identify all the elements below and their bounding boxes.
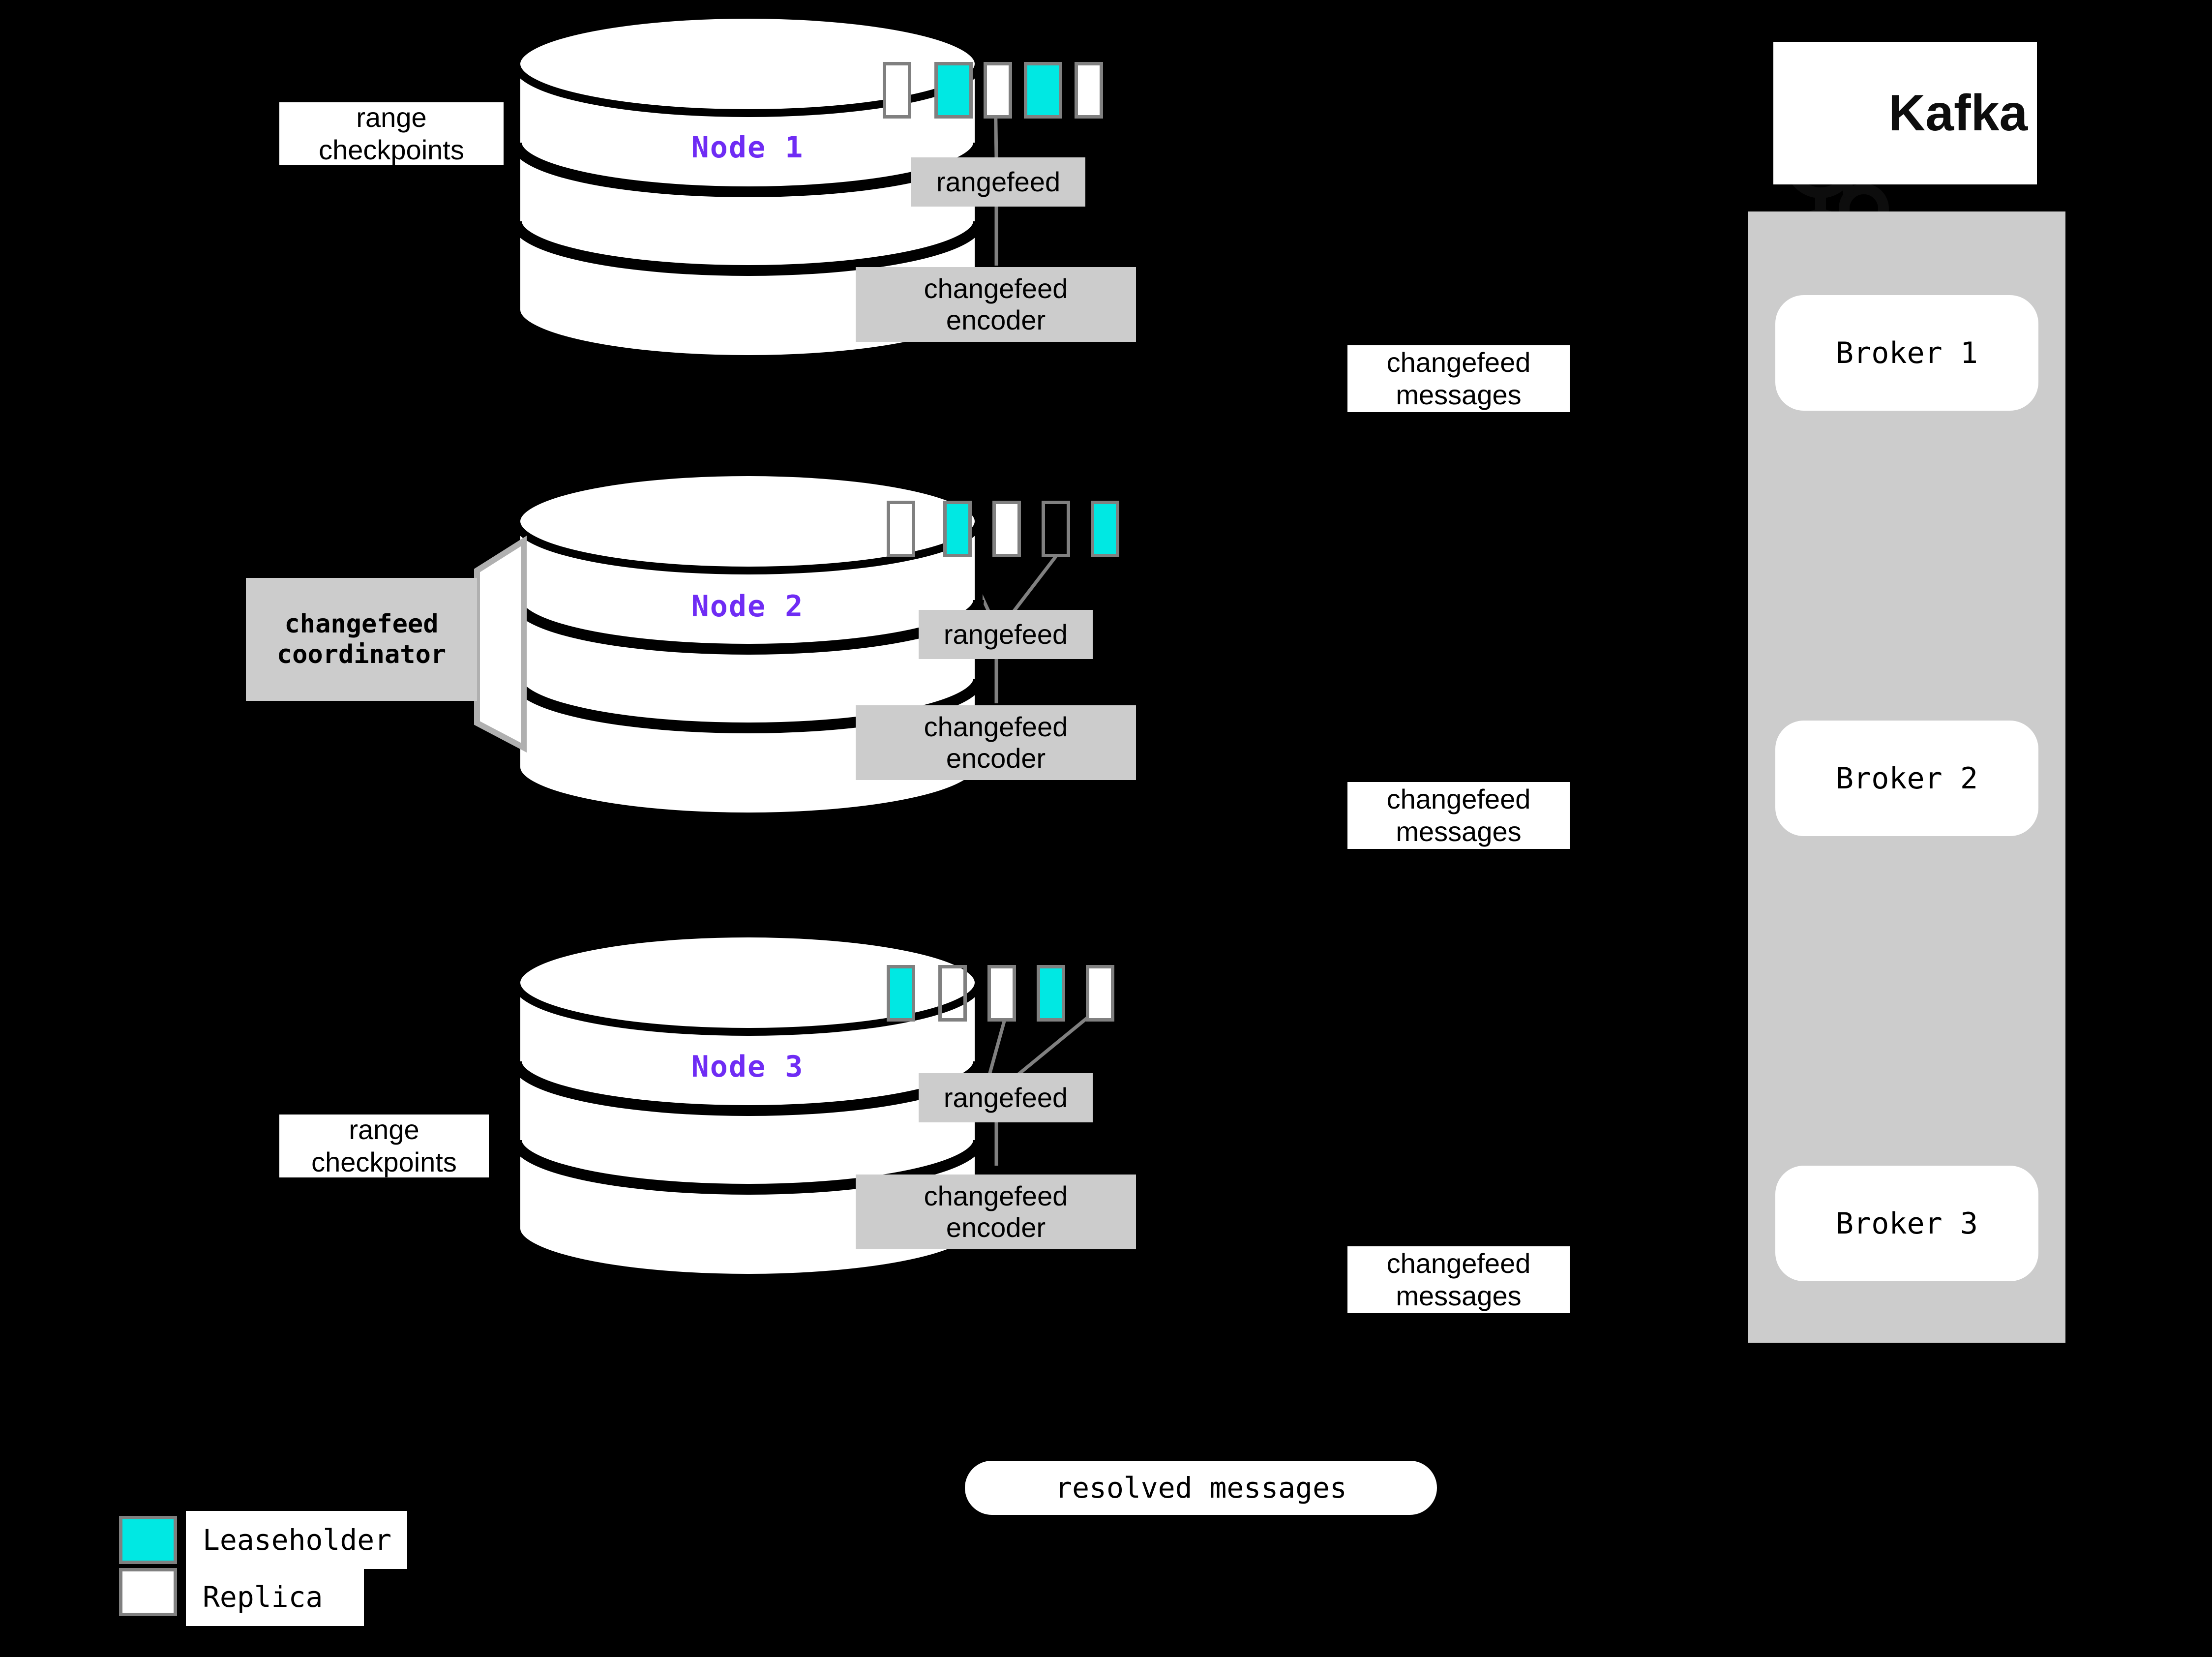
changefeed-messages-text-2: changefeed messages (1386, 783, 1531, 847)
replica-cell[interactable] (1037, 965, 1065, 1022)
replica-cell[interactable] (938, 965, 967, 1022)
node-1-label: Node 1 (691, 130, 804, 165)
changefeed-messages-label-2: changefeed messages (1347, 782, 1570, 849)
changefeed-encoder-node-3[interactable]: changefeed encoder (856, 1175, 1136, 1249)
changefeed-encoder-node-2[interactable]: changefeed encoder (856, 705, 1136, 780)
kafka-logo-text: Kafka (1888, 85, 2028, 142)
replica-cell[interactable] (887, 501, 915, 557)
node-3-label: Node 3 (691, 1050, 804, 1084)
kafka-logo-box (1773, 42, 2037, 184)
range-checkpoints-text-1: range checkpoints (319, 101, 464, 165)
changefeed-coordinator-callout-tail (474, 536, 527, 753)
range-checkpoints-label-node-1: range checkpoints (279, 102, 504, 165)
replica-cell[interactable] (987, 965, 1016, 1022)
replica-cell[interactable] (992, 501, 1021, 557)
legend-label-replica: Replica (186, 1568, 364, 1626)
changefeed-messages-text-3: changefeed messages (1386, 1247, 1531, 1311)
cockroachdb-hexagon-icon-1 (710, 21, 794, 117)
replica-cell[interactable] (1024, 62, 1062, 119)
replica-cell[interactable] (984, 62, 1012, 119)
legend-swatch-leaseholder (119, 1516, 177, 1564)
replica-cell[interactable] (887, 965, 915, 1022)
broker-3[interactable]: Broker 3 (1775, 1166, 2038, 1281)
range-checkpoints-label-node-3: range checkpoints (279, 1114, 489, 1177)
broker-1[interactable]: Broker 1 (1775, 295, 2038, 411)
replica-cell[interactable] (1086, 965, 1114, 1022)
changefeed-encoder-node-1[interactable]: changefeed encoder (856, 267, 1136, 342)
replica-cell[interactable] (943, 501, 972, 557)
rangefeed-box-node-1[interactable]: rangefeed (911, 157, 1085, 207)
resolved-messages-pill[interactable]: resolved messages (965, 1461, 1437, 1515)
replica-cell[interactable] (883, 62, 911, 119)
replica-cell[interactable] (1042, 501, 1070, 557)
cockroachdb-hexagon-icon-2 (712, 481, 795, 577)
changefeed-messages-label-1: changefeed messages (1347, 345, 1570, 412)
node-2-label: Node 2 (691, 589, 804, 624)
changefeed-messages-text-1: changefeed messages (1386, 346, 1531, 410)
rangefeed-box-node-3[interactable]: rangefeed (919, 1073, 1093, 1122)
range-checkpoints-text-3: range checkpoints (311, 1114, 457, 1177)
changefeed-messages-label-3: changefeed messages (1347, 1246, 1570, 1313)
replica-cell[interactable] (934, 62, 973, 119)
rangefeed-box-node-2[interactable]: rangefeed (919, 610, 1093, 659)
broker-2[interactable]: Broker 2 (1775, 721, 2038, 836)
replica-cell[interactable] (1091, 501, 1119, 557)
legend-swatch-replica (119, 1568, 177, 1616)
changefeed-coordinator-box[interactable]: changefeed coordinator (246, 578, 477, 701)
legend-label-leaseholder: Leaseholder (186, 1511, 407, 1569)
cockroachdb-hexagon-icon-3 (712, 944, 795, 1040)
replica-cell[interactable] (1075, 62, 1103, 119)
